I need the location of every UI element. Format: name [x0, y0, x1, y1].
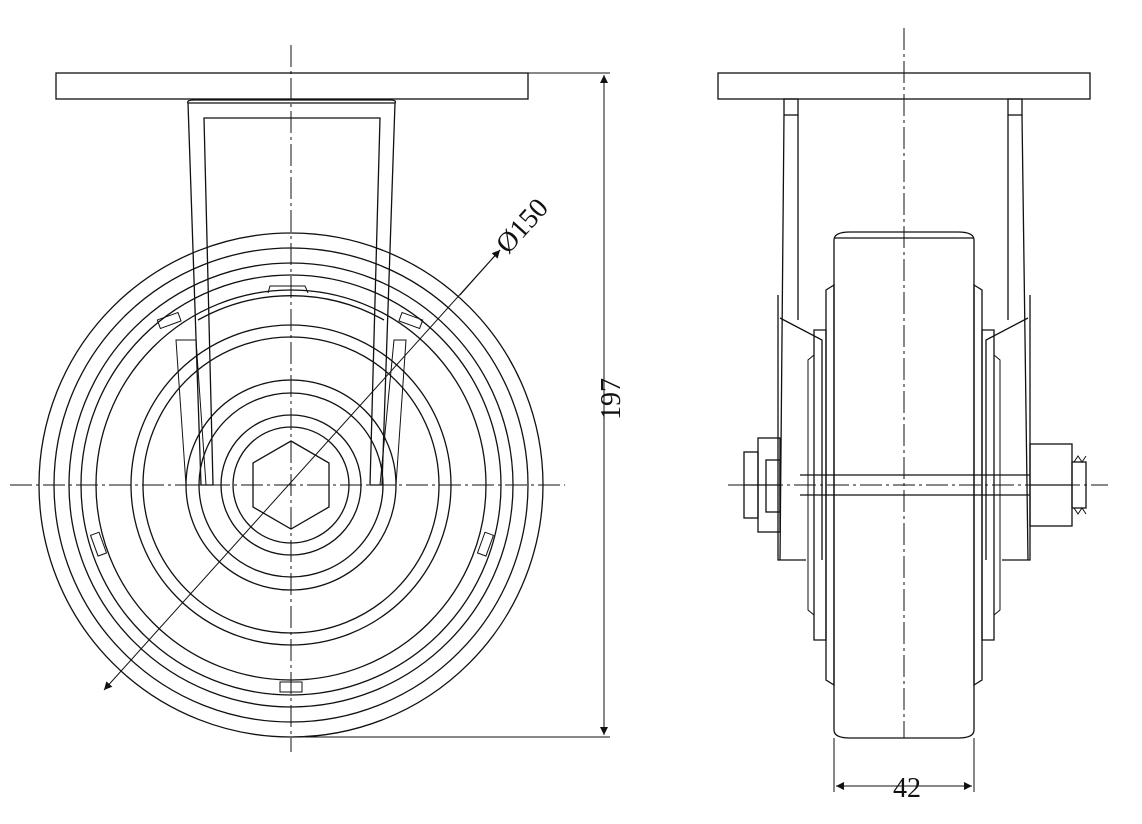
- width-dimension-label: 42: [893, 773, 921, 804]
- side-view: 42: [717, 28, 1108, 804]
- side-wheel: [807, 231, 1001, 739]
- height-dimension-label: 197: [596, 378, 627, 420]
- front-view: Ø150 197: [10, 45, 627, 752]
- front-tread-ribs: [89, 311, 495, 693]
- front-top-plate: [55, 72, 529, 100]
- side-fork: [777, 98, 1031, 561]
- diameter-dimension-label: Ø150: [490, 193, 555, 260]
